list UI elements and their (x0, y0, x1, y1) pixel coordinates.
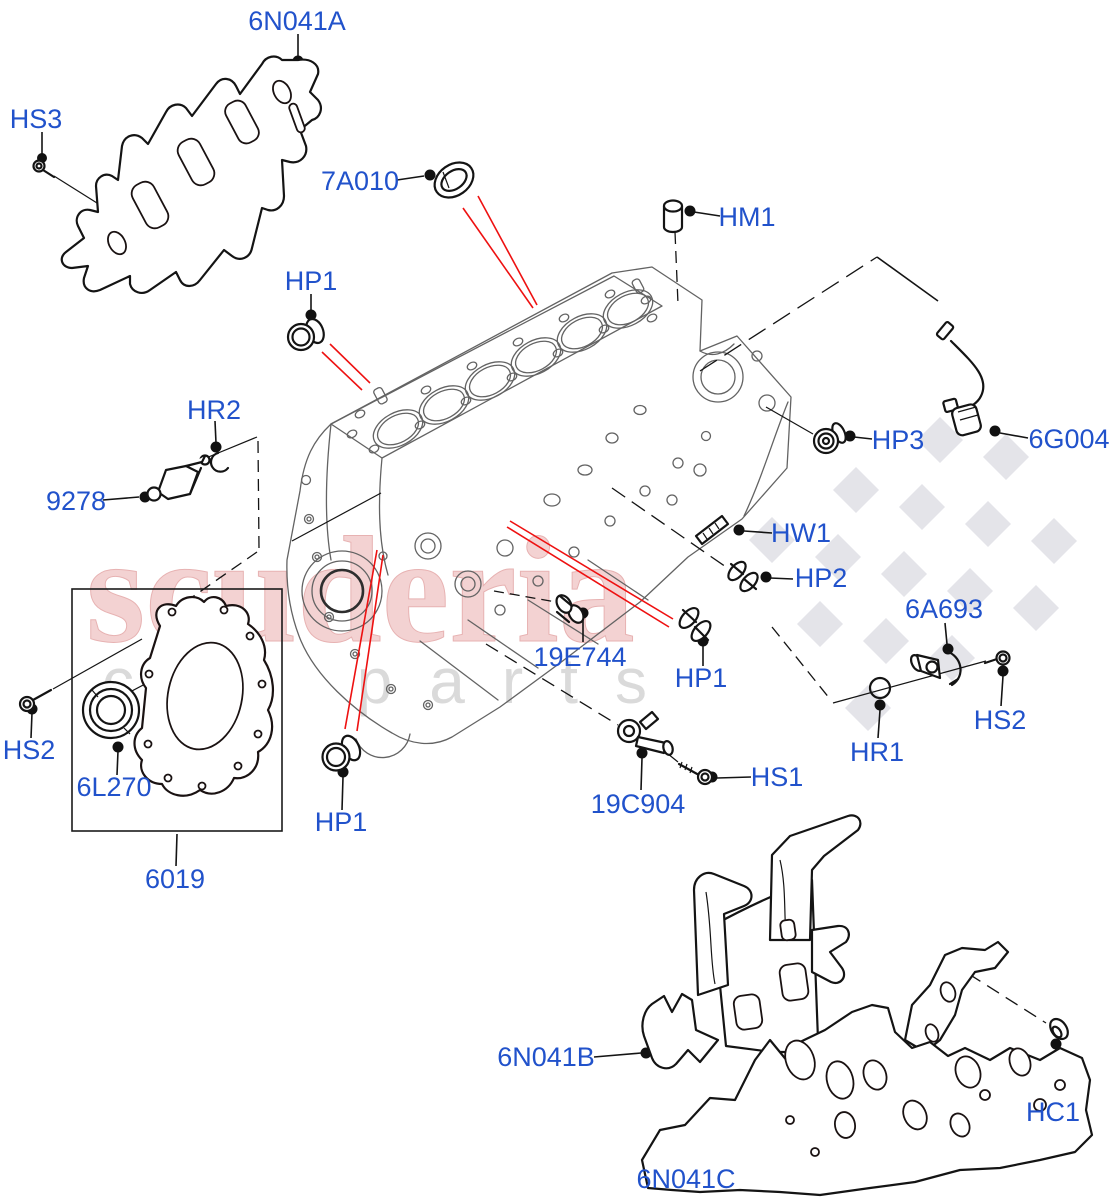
hr2-retainer-clip (209, 451, 230, 473)
cylinder-bores (372, 289, 654, 449)
6a693-oil-jet (909, 649, 962, 687)
part-icons (18, 55, 1094, 1197)
hp1-bottom-plug (321, 734, 362, 772)
callout-hp1-mid[interactable]: HP1 (675, 663, 728, 693)
callout-hp1-bottom[interactable]: HP1 (315, 807, 368, 837)
callout-6g004[interactable]: 6G004 (1028, 424, 1109, 454)
heat-shield-upper-gasket (60, 55, 322, 294)
6l270-crank-seal (81, 680, 141, 740)
callout-hr1[interactable]: HR1 (850, 737, 904, 767)
hp1-mid-cup-plug (678, 606, 712, 643)
callout-hw1[interactable]: HW1 (771, 518, 831, 548)
callout-hm1[interactable]: HM1 (718, 202, 775, 232)
callout-labels: 6N041A HS3 7A010 HP1 HM1 HR2 9278 HP3 6G… (3, 6, 1110, 1194)
7a010-seal (433, 161, 475, 199)
hs3-bolt (32, 159, 56, 179)
19e744-plug (555, 594, 585, 624)
hs1-bolt (677, 761, 714, 786)
callout-hs1[interactable]: HS1 (751, 762, 804, 792)
callout-6n041b[interactable]: 6N041B (497, 1042, 595, 1072)
callout-6n041a[interactable]: 6N041A (248, 6, 346, 36)
callout-7a010[interactable]: 7A010 (321, 166, 399, 196)
engine-block-drawing (286, 266, 792, 759)
6g004-sensor (935, 321, 985, 437)
hs2-left-bolt (18, 688, 53, 713)
callout-hs2-right[interactable]: HS2 (974, 705, 1027, 735)
deck-holes (346, 278, 658, 454)
heat-shield-lower-gasket (641, 814, 862, 1070)
callout-hp1-top[interactable]: HP1 (285, 266, 338, 296)
hp2-cup-plug (727, 560, 759, 593)
callout-hp2[interactable]: HP2 (795, 563, 848, 593)
callout-6l270[interactable]: 6L270 (76, 772, 151, 802)
front-face-details (300, 404, 712, 759)
red-position-lines (321, 195, 674, 732)
hp3-plug (812, 422, 847, 455)
callout-6n041c[interactable]: 6N041C (636, 1164, 735, 1194)
callout-19c904[interactable]: 19C904 (591, 789, 686, 819)
callout-6a693[interactable]: 6A693 (905, 594, 983, 624)
callout-6019[interactable]: 6019 (145, 864, 205, 894)
callout-hr2[interactable]: HR2 (187, 395, 241, 425)
callout-hp3[interactable]: HP3 (872, 425, 925, 455)
callout-hs3[interactable]: HS3 (10, 104, 63, 134)
hs2-right-bolt (983, 650, 1011, 666)
callout-9278[interactable]: 9278 (46, 486, 106, 516)
hc1-clip (1049, 1017, 1069, 1041)
hr1-oring (868, 676, 892, 700)
hp1-top-plug (286, 317, 325, 352)
timing-gasket-box (18, 588, 283, 832)
19c904-sensor (616, 710, 674, 756)
hm1-dowel (662, 199, 684, 234)
heat-shield-rear-gasket (640, 940, 1094, 1197)
oil-pressure-switch-9278 (146, 454, 211, 502)
rear-face-details (666, 343, 789, 517)
callout-hs2-left[interactable]: HS2 (3, 735, 56, 765)
hw1-stud (694, 514, 730, 546)
callout-19e744[interactable]: 19E744 (533, 642, 626, 672)
callout-hc1[interactable]: HC1 (1026, 1097, 1080, 1127)
